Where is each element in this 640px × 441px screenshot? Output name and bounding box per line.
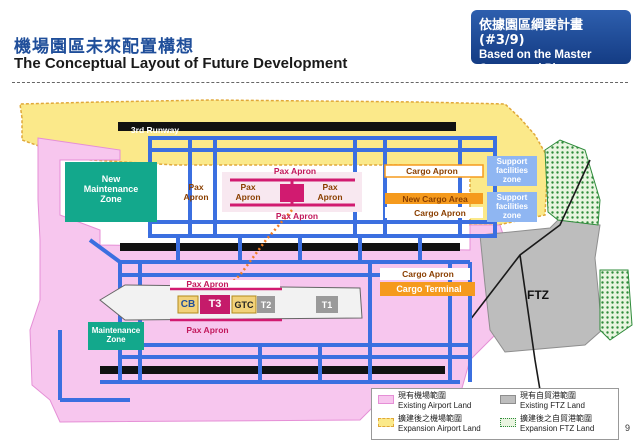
map-legend: 現有機場範圍 Existing Airport Land 擴建後之機場範圍 Ex… [371, 388, 619, 440]
legend-expansion-ftz-zh: 擴建後之自貿港範圍 [520, 414, 592, 423]
new-cargo-area [385, 193, 483, 204]
legend-expansion-ftz-en: Expansion FTZ Land [520, 424, 595, 433]
terminal-3-building [200, 295, 230, 314]
cargo-apron-north-2 [385, 207, 483, 218]
cargo-apron-north [384, 164, 484, 178]
maintenance-zone [88, 322, 144, 350]
legend-existing-airport-en: Existing Airport Land [398, 401, 472, 410]
label-t1: T1 [321, 300, 333, 310]
label-pax-apron-right: Pax Apron [317, 182, 343, 202]
third-runway [118, 122, 456, 131]
legend-existing-ftz-zh: 現有自貿港範圍 [520, 391, 576, 400]
label-t2: T2 [260, 300, 272, 310]
existing-terminal-outline [99, 284, 363, 321]
legend-expansion-airport-zh: 擴建後之機場範圍 [398, 414, 462, 423]
legend-swatch-existing-airport [378, 395, 394, 404]
label-support-zone-1: Support facilities zone [495, 157, 528, 184]
badge-line-1: Based on the Master [479, 49, 592, 61]
plan-badge: 依據園區綱要計畫(#3/9) Based on the Master Conce… [471, 10, 631, 75]
support-zone-1 [487, 156, 537, 186]
label-ftz: FTZ [527, 288, 549, 302]
label-cargo-apron-1: Cargo Apron [406, 166, 458, 176]
badge-title-zh: 依據園區綱要計畫(#3/9) [479, 18, 584, 48]
label-cargo-apron-2: Cargo Apron [414, 208, 466, 218]
label-t3: T3 [208, 298, 222, 310]
cargo-building-cb [177, 295, 199, 314]
gtc-building [231, 295, 257, 314]
legend-swatch-expansion-ftz [500, 418, 516, 427]
north-runway [120, 243, 460, 251]
badge-line-2: Conceptual Plan [479, 63, 570, 75]
expansion-ftz-area-2 [599, 269, 633, 341]
highway [469, 159, 591, 321]
south-runway [100, 366, 445, 374]
label-pax-apron-top: Pax Apron [273, 166, 317, 176]
label-cargo-apron-3: Cargo Apron [402, 269, 454, 279]
label-pax-apron-left-2: Pax Apron [235, 182, 261, 202]
cargo-apron-south [380, 268, 470, 280]
legend-existing-ftz-en: Existing FTZ Land [520, 401, 585, 410]
label-pax-apron-mid: Pax Apron [275, 211, 319, 221]
terminal-2-building [257, 296, 275, 313]
legend-swatch-expansion-airport [378, 418, 394, 427]
label-pax-apron-t3: Pax Apron [186, 279, 229, 289]
label-3rd-runway: 3rd Runway [130, 125, 180, 135]
cargo-terminal [380, 282, 475, 296]
label-maintenance-zone: Maintenance Zone [91, 326, 141, 344]
label-cargo-terminal: Cargo Terminal [396, 284, 462, 294]
label-cb: CB [180, 299, 196, 310]
legend-existing-airport-zh: 現有機場範圍 [398, 391, 446, 400]
header-divider [12, 82, 628, 83]
page-number: 9 [625, 423, 631, 433]
expansion-ftz-area [544, 139, 601, 226]
terminal-4-building [280, 184, 304, 202]
label-support-zone-2: Support facilities zone [495, 193, 528, 220]
page-title-zh: 機場園區未來配置構想 [14, 37, 194, 57]
terminal-1-building [316, 296, 338, 313]
label-new-cargo-area: New Cargo Area [402, 194, 468, 204]
legend-expansion-airport-en: Expansion Airport Land [398, 424, 481, 433]
pax-apron-t3 [170, 280, 280, 288]
label-pax-apron-bottom: Pax Apron [186, 325, 229, 335]
label-gtc: GTC [234, 300, 254, 310]
label-new-maintenance-zone: New Maintenance Zone [83, 174, 139, 204]
legend-swatch-existing-ftz [500, 395, 516, 404]
label-pax-apron-left-1: Pax Apron [183, 182, 209, 202]
new-maintenance-zone [65, 162, 157, 222]
page-title-en: The Conceptual Layout of Future Developm… [14, 55, 348, 72]
support-zone-2 [487, 192, 537, 222]
